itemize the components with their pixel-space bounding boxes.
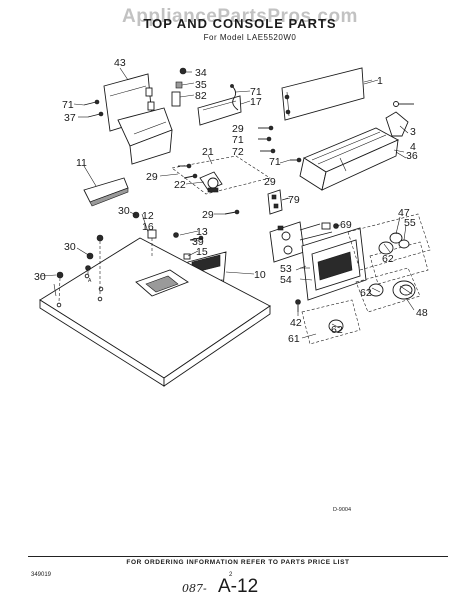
callout-3: 3 bbox=[410, 126, 416, 138]
callout-48: 48 bbox=[416, 307, 428, 319]
ordering-note: FOR ORDERING INFORMATION REFER TO PARTS … bbox=[126, 559, 350, 566]
callout-62-b: 62 bbox=[360, 287, 372, 299]
callout-37: 37 bbox=[64, 112, 76, 124]
screws-29-71-72 bbox=[258, 125, 302, 163]
callout-1: 1 bbox=[377, 75, 383, 87]
screw-42 bbox=[295, 299, 301, 312]
callout-71-a: 71 bbox=[62, 99, 74, 111]
callout-15: 15 bbox=[196, 246, 208, 258]
document-code: 349019 bbox=[31, 572, 52, 578]
diagram-title: TOP AND CONSOLE PARTS bbox=[143, 16, 337, 31]
footer-rule bbox=[28, 556, 448, 557]
end-bracket-3-4 bbox=[385, 101, 414, 137]
screws-71-37 bbox=[83, 99, 104, 118]
top-panel: A bbox=[39, 237, 271, 387]
model-subtitle: For Model LAE5520W0 bbox=[203, 33, 297, 42]
callout-36: 36 bbox=[406, 150, 418, 162]
callout-12: 12 bbox=[142, 210, 154, 222]
watermark: AppliancePartsPros.com bbox=[122, 6, 358, 27]
svg-text:A: A bbox=[88, 278, 92, 284]
callout-69: 69 bbox=[340, 219, 352, 231]
callout-22: 22 bbox=[174, 179, 186, 191]
harness-79 bbox=[267, 189, 291, 215]
handwritten-note: 087- bbox=[182, 582, 207, 595]
callout-34: 34 bbox=[195, 67, 207, 79]
callout-30-b: 30 bbox=[64, 241, 76, 253]
knob-panel-dashed bbox=[301, 213, 431, 345]
callout-54: 54 bbox=[280, 274, 292, 286]
callout-17: 17 bbox=[250, 96, 262, 108]
callout-35: 35 bbox=[195, 79, 207, 91]
callout-62-a: 62 bbox=[382, 253, 394, 265]
callout-29-a: 29 bbox=[232, 123, 244, 135]
bracket-17 bbox=[197, 95, 242, 126]
callout-21: 21 bbox=[202, 146, 214, 158]
callout-labels: 1 3 4 10 11 12 13 15 16 17 21 22 29 29 2… bbox=[34, 57, 428, 345]
callout-47: 47 bbox=[398, 207, 410, 219]
callout-43: 43 bbox=[114, 57, 126, 69]
page-number: 2 bbox=[229, 572, 233, 578]
sheet-code: A-12 bbox=[218, 576, 259, 597]
screw-29-lower bbox=[224, 209, 240, 215]
callout-62-c: 62 bbox=[331, 324, 343, 336]
callout-10: 10 bbox=[254, 269, 266, 281]
callout-30-a: 30 bbox=[118, 205, 130, 217]
callout-79: 79 bbox=[288, 194, 300, 206]
callout-4: 4 bbox=[410, 141, 416, 153]
callout-71-d: 71 bbox=[269, 156, 281, 168]
console-rear-panel bbox=[281, 67, 373, 121]
callout-53: 53 bbox=[280, 263, 292, 275]
console-36 bbox=[299, 127, 400, 191]
callout-30-c: 30 bbox=[34, 271, 46, 283]
knob-62-upper bbox=[378, 241, 394, 255]
knob-62-lower bbox=[328, 319, 344, 333]
callout-82: 82 bbox=[195, 90, 207, 102]
callout-29-c: 29 bbox=[264, 176, 276, 188]
callout-13: 13 bbox=[196, 226, 208, 238]
control-panel-53-54 bbox=[295, 227, 367, 301]
wire-harness-82 bbox=[230, 84, 239, 111]
callout-29-b: 29 bbox=[146, 171, 158, 183]
knob-62-mid bbox=[368, 283, 384, 297]
drawing-code: D-9004 bbox=[333, 507, 352, 513]
callout-61: 61 bbox=[288, 333, 300, 345]
timer-assembly-21 bbox=[171, 155, 271, 195]
control-box-43 bbox=[103, 73, 173, 165]
callout-11: 11 bbox=[76, 157, 87, 169]
screw-34 bbox=[179, 67, 187, 75]
knob-48 bbox=[392, 280, 416, 300]
callout-55: 55 bbox=[404, 217, 416, 229]
dispenser-lid-11 bbox=[83, 177, 129, 207]
callout-71-c: 71 bbox=[232, 134, 244, 146]
callout-42: 42 bbox=[290, 317, 302, 329]
callout-29-d: 29 bbox=[202, 209, 214, 221]
callout-71-b: 71 bbox=[250, 86, 262, 98]
callout-72: 72 bbox=[232, 146, 244, 158]
bumper-35 bbox=[171, 81, 183, 107]
leader-lines bbox=[39, 67, 415, 339]
screws-13-15-39 bbox=[173, 232, 204, 260]
callout-39: 39 bbox=[192, 236, 204, 248]
callout-16: 16 bbox=[142, 221, 154, 233]
